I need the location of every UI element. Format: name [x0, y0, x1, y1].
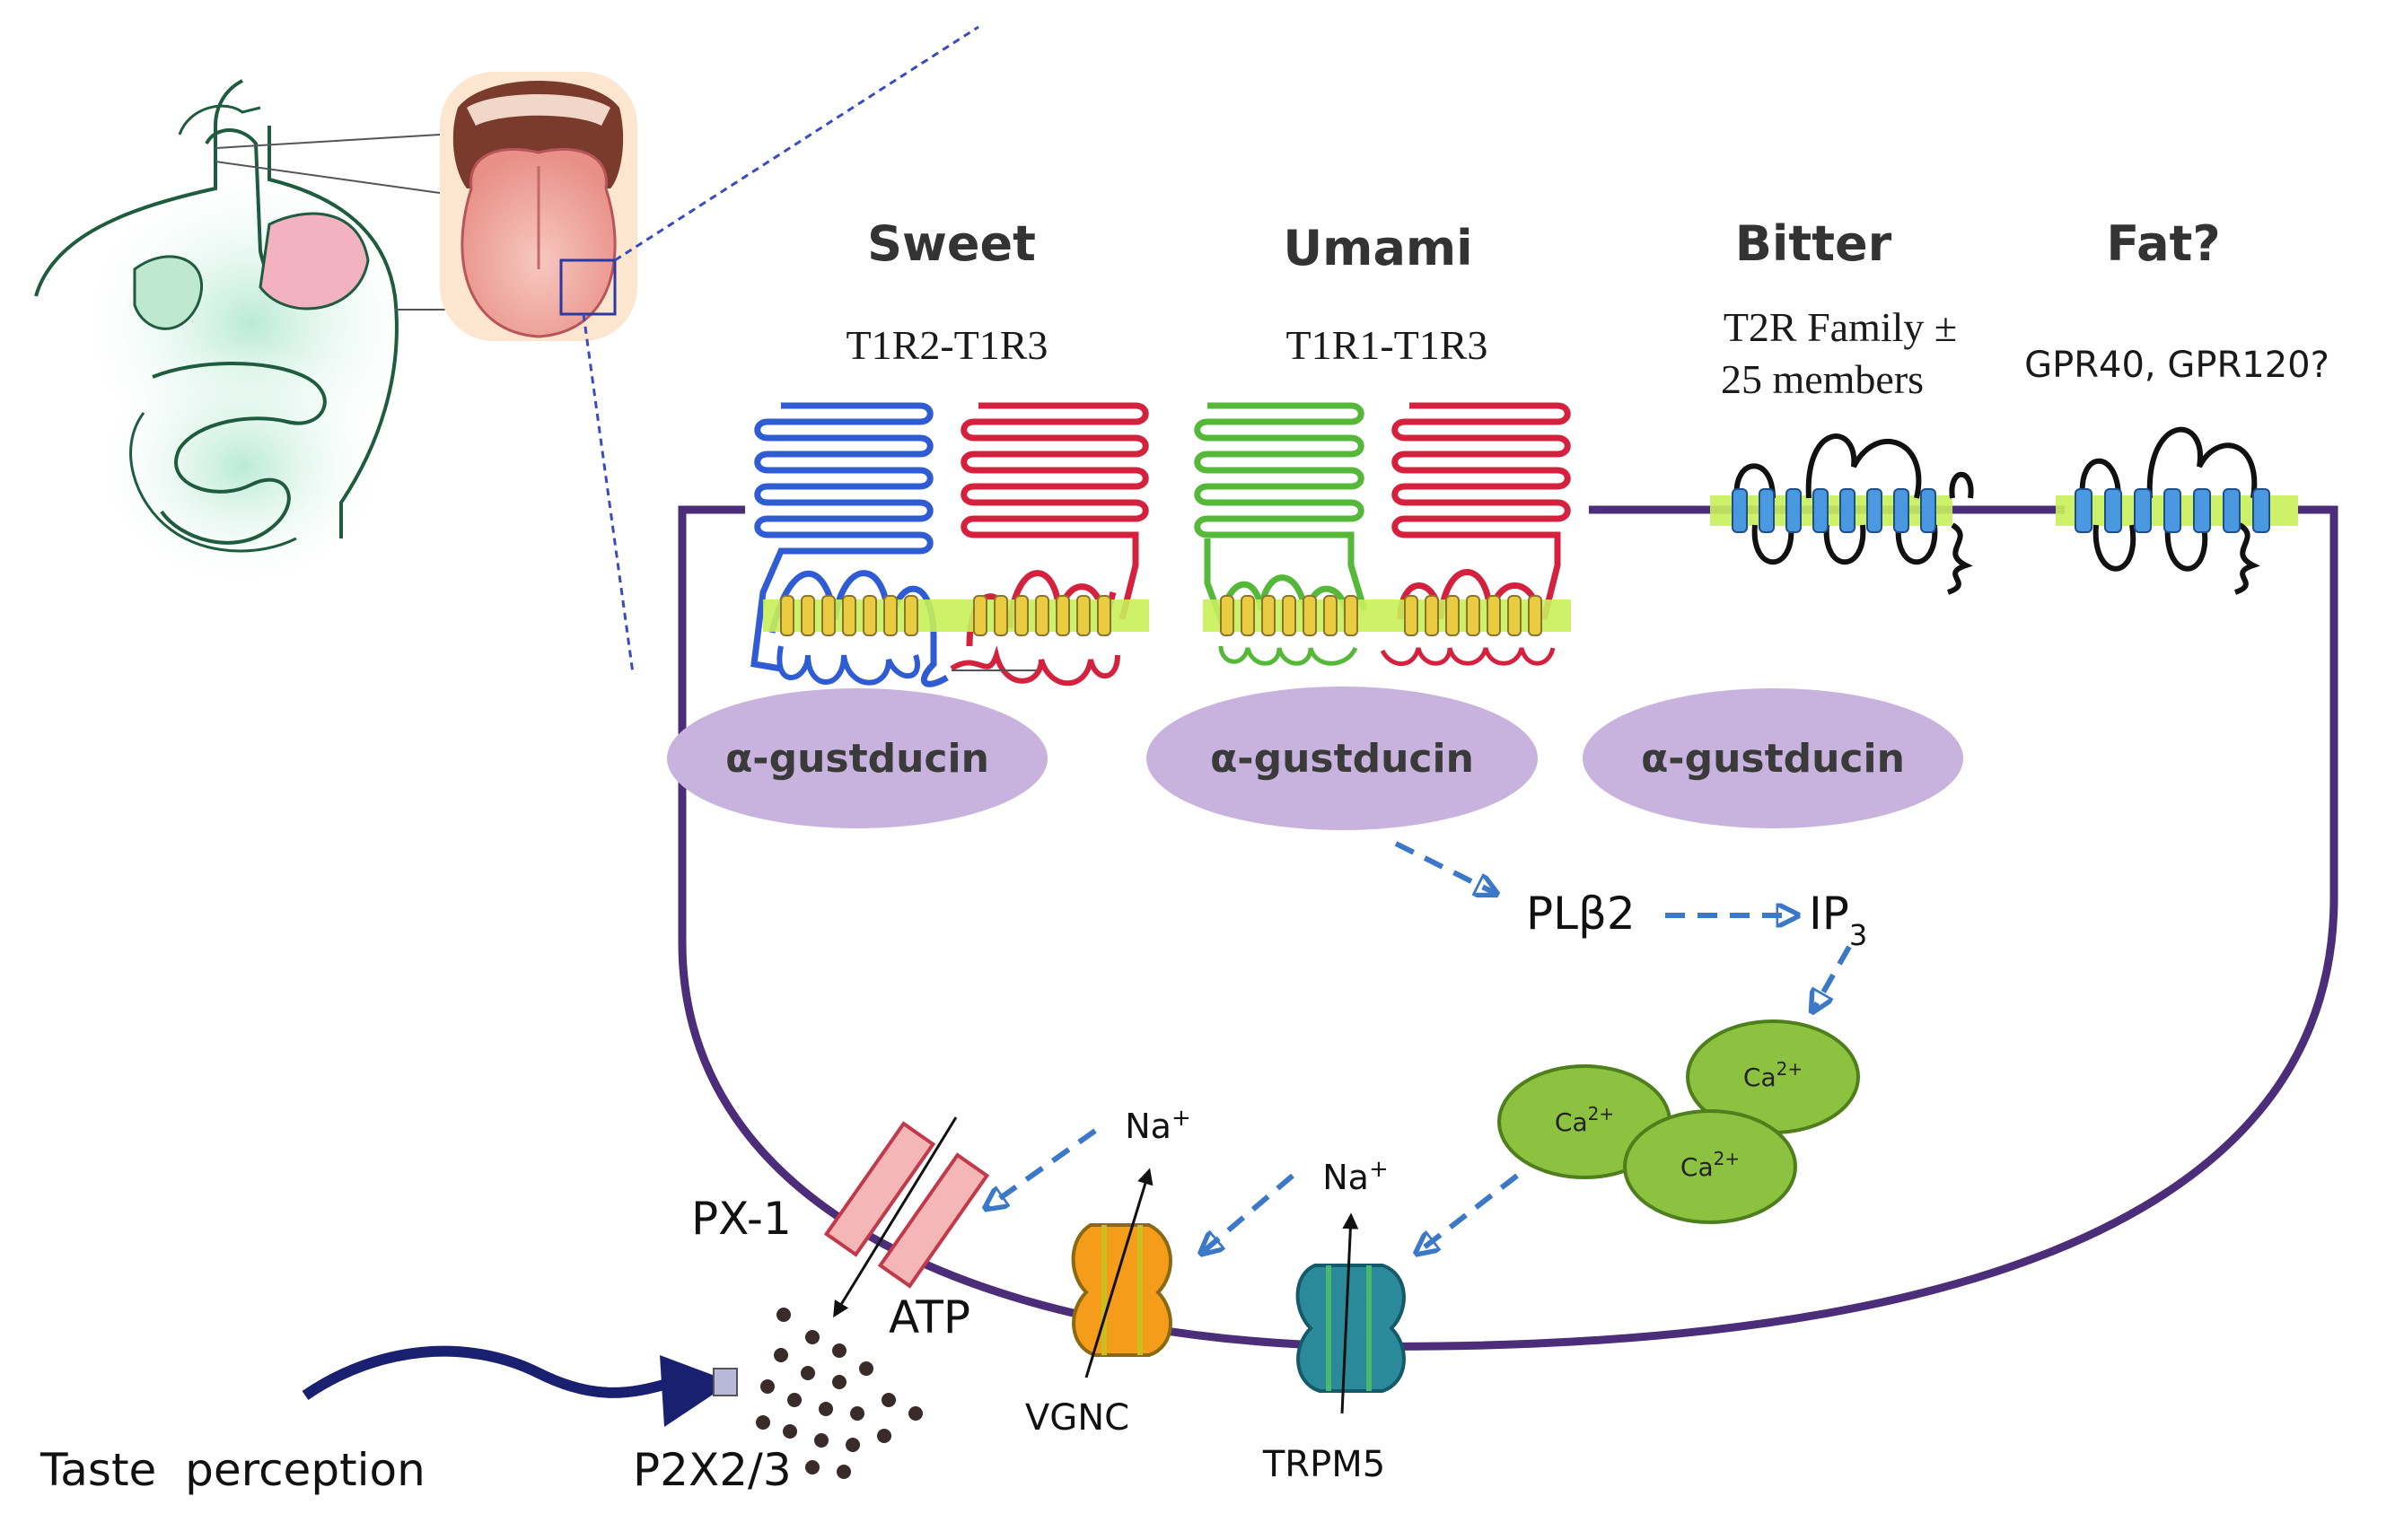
atp-molecules [756, 1308, 923, 1479]
bitter-transmembrane-helices [1732, 488, 1936, 533]
vgnc-label: VGNC [1025, 1397, 1129, 1439]
ip3-label: IP3 [1809, 888, 1867, 952]
afferent-nerve: P2X2/3 Taste perception [39, 1345, 792, 1496]
umami-receptor [1194, 402, 1571, 667]
bitter-subtitle-line2: 25 members [1721, 356, 1924, 402]
sweet-title: Sweet [867, 215, 1036, 272]
gustducin-label-bitter: α-gustducin [1641, 736, 1905, 782]
umami-title: Umami [1283, 220, 1472, 276]
digestive-system-illustration [34, 79, 485, 592]
arrow-calcium-to-trpm5 [1418, 1173, 1519, 1252]
taste-perception-label: Taste perception [39, 1444, 425, 1496]
sweet-receptor [750, 402, 1149, 687]
px1-channel: PX-1 ATP [691, 1116, 990, 1343]
fat-subtitle: GPR40, GPR120? [2024, 345, 2329, 386]
arrow-ip3-to-calcium [1813, 945, 1852, 1010]
calcium-ions: Ca2+ Ca2+ Ca2+ [1497, 1019, 1860, 1224]
calcium-ion [1623, 1109, 1797, 1224]
vgnc-channel: Na+ VGNC [1025, 1105, 1191, 1439]
bitter-title: Bitter [1735, 215, 1892, 272]
trpm5-channel: Na+ TRPM5 [1262, 1156, 1406, 1485]
gustducin-oval-sweet [667, 688, 1048, 828]
px1-label: PX-1 [691, 1193, 792, 1245]
fat-transmembrane-helices [2075, 488, 2270, 533]
tongue-illustration [440, 25, 979, 674]
na-label-vgnc: Na+ [1125, 1105, 1191, 1146]
p2x-label: P2X2/3 [633, 1444, 792, 1496]
plb2-label: PLβ2 [1526, 888, 1636, 940]
bitter-subtitle-line1: T2R Family ± [1724, 304, 1957, 350]
fat-receptor [2056, 426, 2298, 595]
bitter-receptor [1710, 433, 1974, 595]
sweet-subtitle: T1R2-T1R3 [847, 322, 1048, 368]
arrow-gustducin-to-plb2 [1394, 841, 1495, 893]
gustducin-group: α-gustducin α-gustducin α-gustducin [667, 687, 1963, 830]
gustducin-oval-bitter [1583, 688, 1963, 828]
trpm5-label: TRPM5 [1262, 1444, 1385, 1485]
umami-transmembrane-helices [1220, 595, 1542, 636]
receptor-headers: Sweet Umami Bitter Fat? T1R2-T1R3 T1R1-T… [847, 215, 2329, 402]
na-label-trpm5: Na+ [1322, 1156, 1389, 1197]
gustducin-label-sweet: α-gustducin [725, 736, 989, 782]
sweet-transmembrane-helices [780, 595, 1111, 636]
fat-title: Fat? [2106, 215, 2220, 272]
gustducin-label-umami: α-gustducin [1210, 736, 1474, 782]
arrow-trpm5-to-vgnc [1203, 1173, 1294, 1252]
signal-cascade: PLβ2 IP3 Ca2+ Ca2+ Ca2+ [987, 841, 1867, 1252]
umami-subtitle: T1R1-T1R3 [1286, 322, 1488, 368]
gustducin-oval-umami [1146, 687, 1538, 830]
atp-label: ATP [889, 1291, 970, 1343]
arrow-vgnc-to-px1 [987, 1128, 1097, 1207]
